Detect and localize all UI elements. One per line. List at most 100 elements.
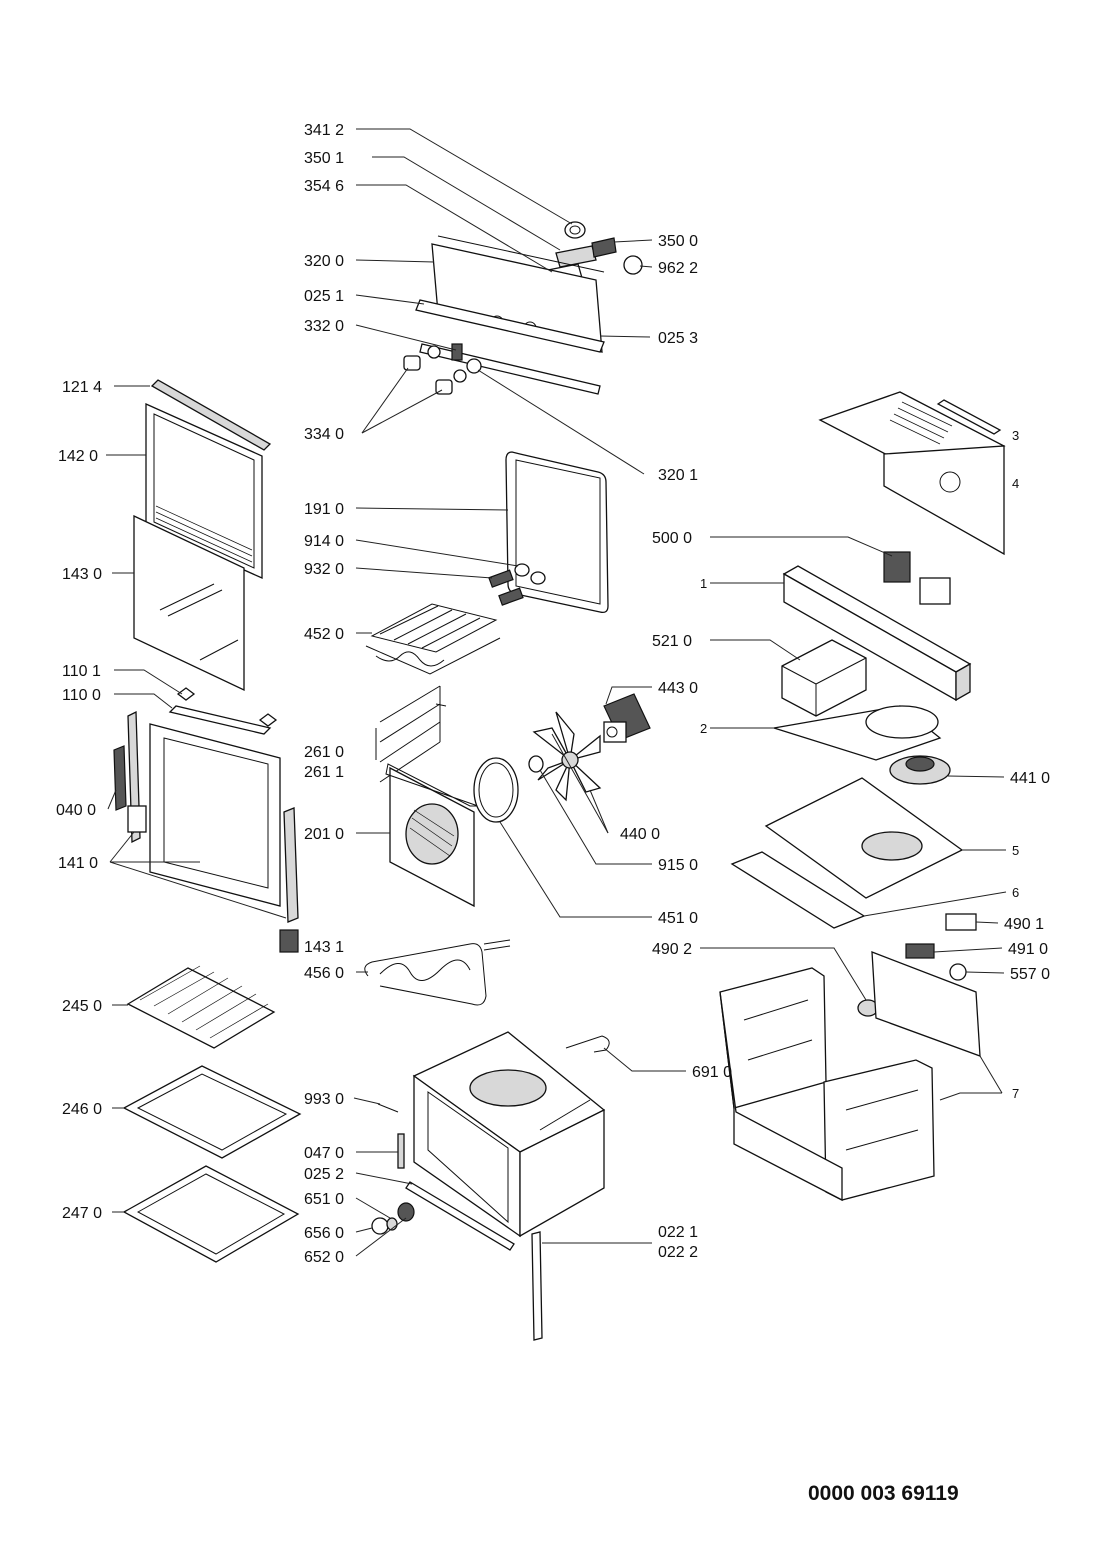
label-047-0: 047 0 bbox=[304, 1145, 344, 1162]
part-022-1 bbox=[531, 1231, 543, 1341]
part-557-0 bbox=[949, 963, 967, 981]
label-320-0: 320 0 bbox=[304, 253, 344, 270]
part-141-0-side-b bbox=[283, 807, 299, 923]
part-452-0 bbox=[370, 603, 498, 653]
part-332-0 bbox=[451, 343, 463, 361]
label-932-0: 932 0 bbox=[304, 561, 344, 578]
label-191-0: 191 0 bbox=[304, 501, 344, 518]
label-652-0: 652 0 bbox=[304, 1249, 344, 1266]
part-491-0 bbox=[905, 943, 935, 959]
label-914-0: 914 0 bbox=[304, 533, 344, 550]
label-691-0: 691 0 bbox=[692, 1064, 732, 1081]
right-group bbox=[719, 391, 1006, 1202]
part-261-0 bbox=[375, 685, 447, 783]
label-2: 2 bbox=[700, 721, 707, 736]
part-040-0 bbox=[113, 745, 127, 811]
label-651-0: 651 0 bbox=[304, 1191, 344, 1208]
part-247-0 bbox=[122, 1165, 300, 1263]
label-451-0: 451 0 bbox=[658, 910, 698, 927]
label-022-1: 022 1 bbox=[658, 1224, 698, 1241]
leader-lines bbox=[106, 128, 1007, 1257]
label-141-0: 141 0 bbox=[58, 855, 98, 872]
label-350-1: 350 1 bbox=[304, 150, 344, 167]
label-143-0: 143 0 bbox=[62, 566, 102, 583]
label-456-0: 456 0 bbox=[304, 965, 344, 982]
part-915-0 bbox=[528, 755, 544, 773]
part-cavity-side bbox=[519, 1108, 605, 1238]
part-490-1 bbox=[945, 913, 977, 931]
label-440-0: 440 0 bbox=[620, 826, 660, 843]
label-022-2: 022 2 bbox=[658, 1244, 698, 1261]
label-110-0: 110 0 bbox=[62, 687, 101, 704]
part-350-0 bbox=[591, 237, 617, 258]
center-group bbox=[364, 451, 651, 1006]
label-246-0: 246 0 bbox=[62, 1101, 102, 1118]
part-443-0 bbox=[603, 693, 651, 743]
label-441-0: 441 0 bbox=[1010, 770, 1050, 787]
part-040-0-bracket bbox=[127, 805, 147, 833]
part-656-0 bbox=[371, 1217, 389, 1235]
label-521-0: 521 0 bbox=[652, 633, 692, 650]
part-691-0 bbox=[565, 1035, 610, 1053]
label-334-0: 334 0 bbox=[304, 426, 344, 443]
part-142-0 bbox=[145, 402, 263, 580]
label-7: 7 bbox=[1012, 1086, 1019, 1101]
part-914-0 bbox=[514, 563, 530, 577]
label-491-0: 491 0 bbox=[1008, 941, 1048, 958]
label-490-2: 490 2 bbox=[652, 941, 692, 958]
label-025-3: 025 3 bbox=[658, 330, 698, 347]
control-panel-group bbox=[403, 221, 643, 395]
label-962-2: 962 2 bbox=[658, 260, 698, 277]
part-047-0 bbox=[397, 1133, 405, 1169]
part-025-2 bbox=[405, 1181, 515, 1251]
label-500-0: 500 0 bbox=[652, 530, 692, 547]
part-451-0 bbox=[473, 757, 519, 823]
label-121-4: 121 4 bbox=[62, 379, 102, 396]
part-320-0 bbox=[431, 243, 603, 353]
part-7 bbox=[719, 951, 981, 1202]
part-500-0 bbox=[883, 551, 911, 583]
label-110-1: 110 1 bbox=[62, 663, 101, 680]
label-261-1: 261 1 bbox=[304, 764, 344, 781]
trays-group bbox=[122, 965, 302, 1263]
label-247-0: 247 0 bbox=[62, 1205, 102, 1222]
label-040-0: 040 0 bbox=[56, 802, 96, 819]
part-341-2 bbox=[564, 221, 586, 239]
part-334-0-b bbox=[435, 379, 453, 395]
part-201-0-fan-grill bbox=[405, 803, 459, 865]
part-320-1 bbox=[466, 358, 482, 374]
label-1: 1 bbox=[700, 576, 707, 591]
part-cavity-fan-opening bbox=[469, 1069, 547, 1107]
label-350-0: 350 0 bbox=[658, 233, 698, 250]
label-025-2: 025 2 bbox=[304, 1166, 344, 1183]
part-141-0 bbox=[149, 723, 281, 907]
part-962-2 bbox=[623, 255, 643, 275]
label-443-0: 443 0 bbox=[658, 680, 698, 697]
label-915-0: 915 0 bbox=[658, 857, 698, 874]
label-656-0: 656 0 bbox=[304, 1225, 344, 1242]
part-246-0 bbox=[122, 1065, 302, 1159]
part-110-1-a bbox=[176, 687, 196, 701]
label-201-0: 201 0 bbox=[304, 826, 344, 843]
label-261-0: 261 0 bbox=[304, 744, 344, 761]
label-245-0: 245 0 bbox=[62, 998, 102, 1015]
part-652-0 bbox=[397, 1202, 415, 1222]
part-3 bbox=[936, 399, 1002, 435]
part-334-0-a bbox=[403, 355, 421, 371]
label-025-1: 025 1 bbox=[304, 288, 344, 305]
part-143-0 bbox=[133, 514, 245, 692]
label-452-0: 452 0 bbox=[304, 626, 344, 643]
part-110-0 bbox=[168, 705, 272, 735]
part-440-0 bbox=[532, 711, 602, 802]
label-143-1: 143 1 bbox=[304, 939, 344, 956]
label-6: 6 bbox=[1012, 885, 1019, 900]
label-3: 3 bbox=[1012, 428, 1019, 443]
part-932-0 bbox=[488, 569, 514, 588]
part-143-1 bbox=[279, 929, 299, 953]
label-320-1: 320 1 bbox=[658, 467, 698, 484]
door-group bbox=[113, 379, 299, 953]
part-993-0 bbox=[377, 1103, 399, 1113]
part-521-0 bbox=[781, 639, 867, 717]
